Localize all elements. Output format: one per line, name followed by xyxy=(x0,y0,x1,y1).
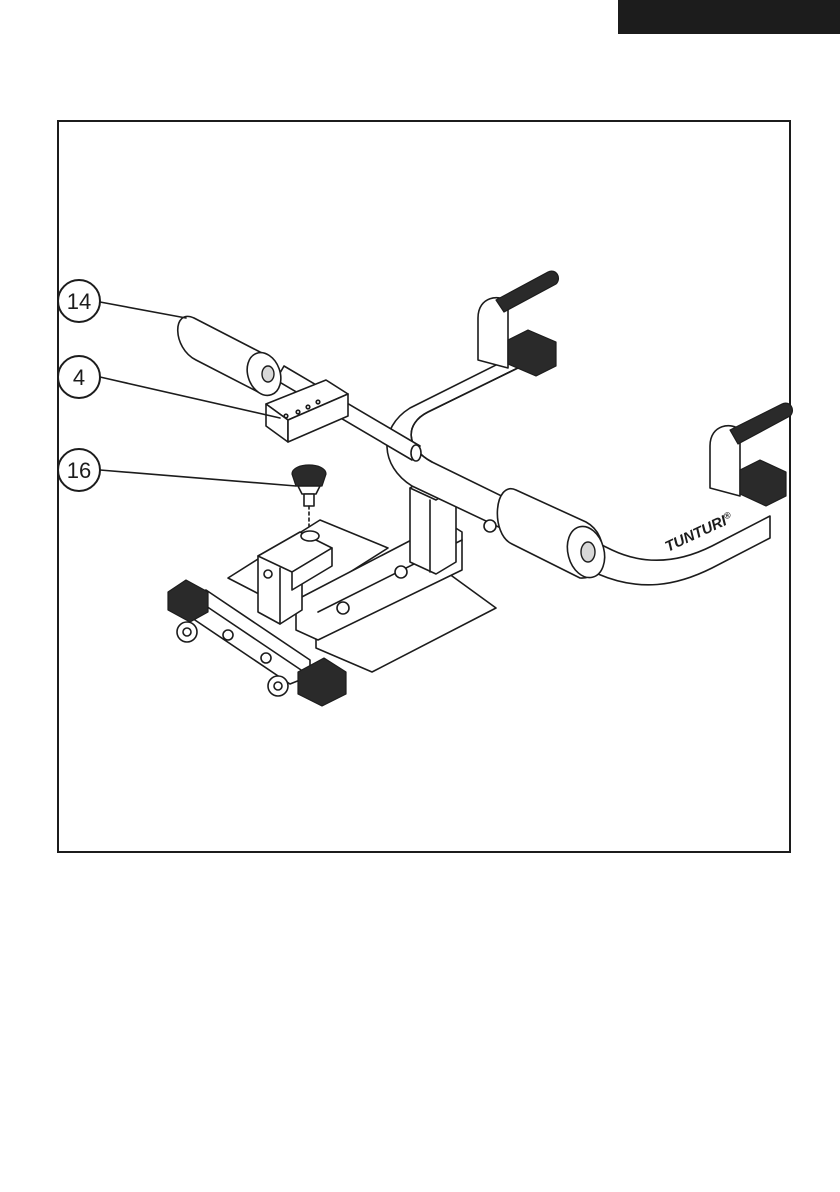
frame-bolt-2 xyxy=(395,566,407,578)
callout-14: 14 xyxy=(58,280,100,322)
roller-bolt xyxy=(484,520,496,532)
callout-14-leader xyxy=(100,302,186,318)
rear-right-end-cap xyxy=(740,460,786,506)
svg-text:14: 14 xyxy=(67,289,91,314)
svg-text:4: 4 xyxy=(73,365,85,390)
callout-16-leader xyxy=(100,470,296,486)
callout-16: 16 xyxy=(58,449,100,491)
frame-bolt-1 xyxy=(337,602,349,614)
left-grip xyxy=(496,271,558,312)
wheel-right xyxy=(268,676,288,696)
sleeve-bolt xyxy=(264,570,272,578)
sleeve-hole xyxy=(301,531,319,541)
right-grip xyxy=(730,403,792,444)
svg-text:16: 16 xyxy=(67,458,91,483)
wheel-left xyxy=(177,622,197,642)
callout-4: 4 xyxy=(58,356,100,398)
part-16-knob xyxy=(292,465,326,486)
front-left-end-cap xyxy=(168,580,208,622)
